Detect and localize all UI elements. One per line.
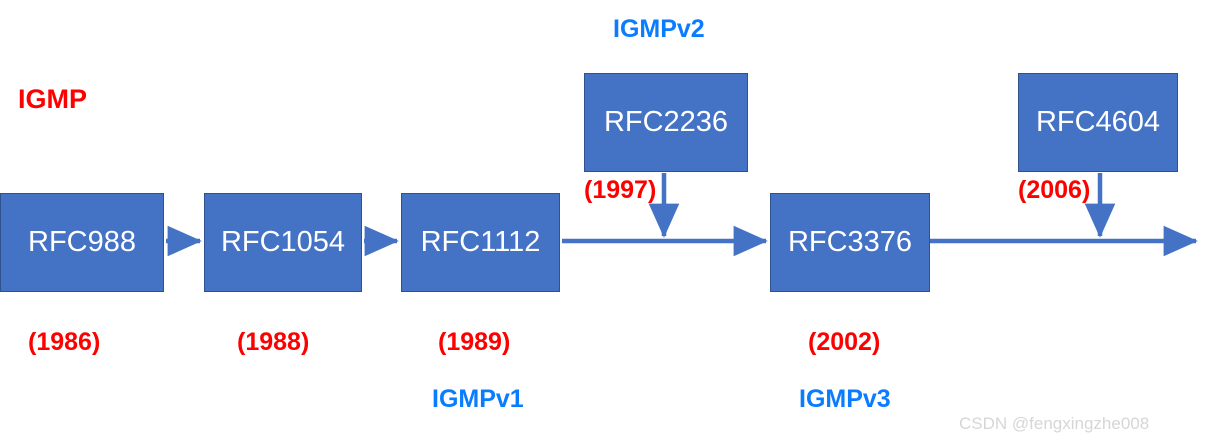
protocol-title: IGMP [18, 84, 88, 114]
version-label-igmpv1: IGMPv1 [432, 385, 524, 413]
node-label-rfc1054: RFC1054 [220, 226, 346, 258]
year-label-1986: (1986) [28, 328, 101, 356]
year-label-2002: (2002) [808, 328, 881, 356]
node-label-rfc2236: RFC2236 [603, 106, 729, 138]
version-label-igmpv3: IGMPv3 [799, 385, 891, 413]
node-rfc988[interactable]: RFC988 [0, 193, 164, 292]
version-label-igmpv2: IGMPv2 [613, 15, 705, 43]
node-rfc1054[interactable]: RFC1054 [204, 193, 362, 292]
node-rfc4604[interactable]: RFC4604 [1018, 73, 1178, 172]
node-label-rfc1112: RFC1112 [420, 226, 541, 258]
node-rfc3376[interactable]: RFC3376 [770, 193, 930, 292]
year-label-2006: (2006) [1018, 176, 1091, 204]
node-label-rfc4604: RFC4604 [1035, 106, 1161, 138]
year-label-1988: (1988) [237, 328, 310, 356]
node-label-rfc988: RFC988 [28, 226, 136, 258]
year-label-1997: (1997) [584, 176, 657, 204]
node-label-rfc3376: RFC3376 [787, 226, 913, 258]
watermark: CSDN @fengxingzhe008 [959, 414, 1150, 433]
node-rfc2236[interactable]: RFC2236 [584, 73, 748, 172]
node-rfc1112[interactable]: RFC1112 [401, 193, 560, 292]
year-label-1989: (1989) [438, 328, 511, 356]
